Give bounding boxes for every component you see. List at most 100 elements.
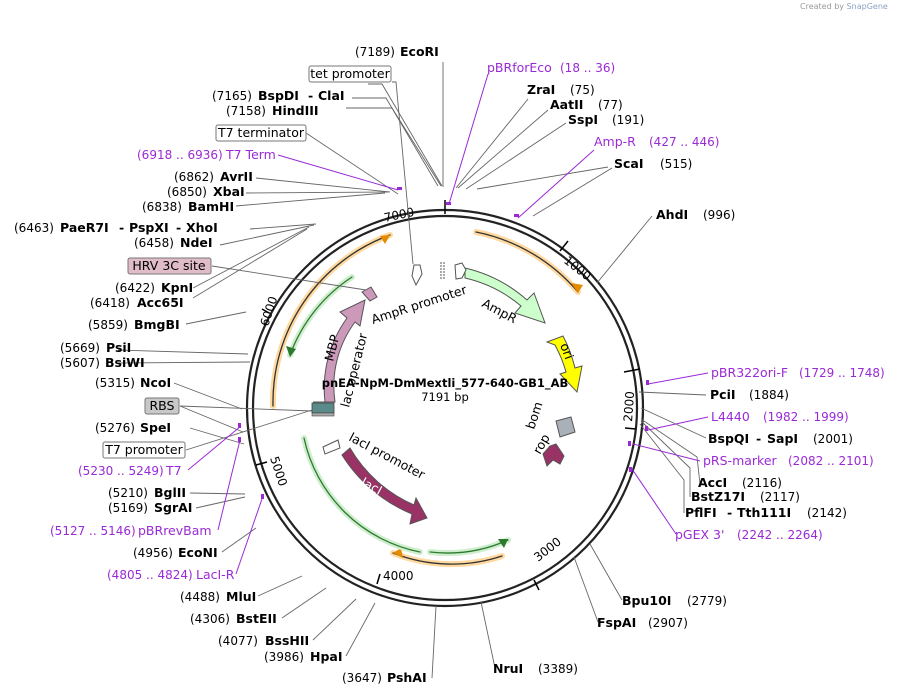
site-AatII: AatII (77) xyxy=(550,97,623,112)
orf-arcs xyxy=(269,229,581,568)
site-HpaI: (3986)HpaI xyxy=(264,649,343,664)
ampr-promoter-arrow xyxy=(454,262,467,280)
svg-text:EcoNI: EcoNI xyxy=(178,545,218,560)
svg-text:T7: T7 xyxy=(165,463,182,478)
primer-pBR322ori-F: pBR322ori-F(1729 .. 1748) xyxy=(711,365,885,380)
mbp-feature xyxy=(313,299,366,403)
bom-feature xyxy=(555,416,576,438)
svg-text:T7 Term: T7 Term xyxy=(225,147,276,162)
svg-text:(4956): (4956) xyxy=(133,546,173,560)
boxed-feature-t7-promoter: T7 promoter xyxy=(102,441,186,459)
site-BstZ17I: BstZ17I(2117) xyxy=(691,489,800,504)
site-BspQI-SapI: BspQI-SapI(2001) xyxy=(708,431,853,446)
svg-text:SspI: SspI xyxy=(568,112,598,127)
svg-text:(2116): (2116) xyxy=(742,476,782,490)
svg-text:SapI: SapI xyxy=(767,431,798,446)
svg-text:-: - xyxy=(727,505,732,520)
primer-pBRforEco: pBRforEco(18 .. 36) xyxy=(487,60,615,75)
site-Bpu10I: Bpu10I(2779) xyxy=(622,593,727,608)
primer-pRS-marker: pRS-marker(2082 .. 2101) xyxy=(703,453,874,468)
svg-text:XbaI: XbaI xyxy=(213,184,245,199)
svg-text:(5315): (5315) xyxy=(95,376,135,390)
primer-connectors xyxy=(187,73,709,575)
svg-text:SpeI: SpeI xyxy=(140,420,171,435)
svg-text:PciI: PciI xyxy=(710,387,736,402)
label-bom: bom xyxy=(523,400,546,431)
svg-text:BmgBI: BmgBI xyxy=(134,317,180,332)
snapgene-credit: Created by SnapGene xyxy=(800,2,888,11)
svg-text:(191): (191) xyxy=(612,113,644,127)
svg-text:(427 .. 446): (427 .. 446) xyxy=(649,135,719,149)
primer-L4440: L4440(1982 .. 1999) xyxy=(711,409,849,424)
tick-6000: 6000 xyxy=(258,295,281,328)
svg-text:(5276): (5276) xyxy=(95,421,135,435)
boxed-feature-t7-terminator: T7 terminator xyxy=(215,124,307,142)
svg-text:BspQI: BspQI xyxy=(708,431,749,446)
svg-text:PshAI: PshAI xyxy=(387,670,427,685)
svg-text:(77): (77) xyxy=(598,98,623,112)
svg-text:(3647): (3647) xyxy=(342,671,382,685)
svg-text:(18 .. 36): (18 .. 36) xyxy=(560,61,615,75)
site-BstEII: (4306)BstEII xyxy=(190,611,277,626)
svg-text:Tth111I: Tth111I xyxy=(737,505,791,520)
svg-text:AatII: AatII xyxy=(550,97,583,112)
site-HindIII: (7158)HindIII xyxy=(226,103,319,118)
svg-text:(2907): (2907) xyxy=(648,616,688,630)
site-BmgBI: (5859)BmgBI xyxy=(88,317,180,332)
svg-text:(6422): (6422) xyxy=(115,281,155,295)
site-NdeI: (6458) NdeI xyxy=(134,235,213,250)
svg-text:PaeR7I: PaeR7I xyxy=(60,220,109,235)
svg-text:NdeI: NdeI xyxy=(180,235,213,250)
svg-text:(5210): (5210) xyxy=(108,486,148,500)
tick-2000: 2000 xyxy=(621,391,637,422)
svg-text:pGEX 3': pGEX 3' xyxy=(675,527,724,542)
boxed-feature-hrv-3c-site: HRV 3C site xyxy=(127,257,212,275)
svg-text:(6862): (6862) xyxy=(174,170,214,184)
site-KpnI: (6422) KpnI xyxy=(115,280,193,295)
svg-text:-: - xyxy=(176,220,181,235)
svg-text:(2001): (2001) xyxy=(813,432,853,446)
laci-promoter-arrow xyxy=(322,439,341,455)
site-SspI: SspI (191) xyxy=(568,112,644,127)
boxed-label-hrv-3c-site: HRV 3C site xyxy=(132,258,205,273)
svg-text:BsiWI: BsiWI xyxy=(105,355,145,370)
svg-text:(6458): (6458) xyxy=(134,236,174,250)
svg-text:XhoI: XhoI xyxy=(186,220,218,235)
site-ZraI: ZraI(75) xyxy=(527,82,595,97)
primer-T7: (5230 .. 5249)T7 xyxy=(78,463,182,478)
svg-text:(4488): (4488) xyxy=(180,590,220,604)
plasmid-name: pnEA-NpM-DmMextli_577-640-GB1_AB xyxy=(322,376,569,391)
svg-text:ScaI: ScaI xyxy=(614,156,644,171)
svg-text:(1982 .. 1999): (1982 .. 1999) xyxy=(763,410,849,424)
site-FspAI: FspAI (2907) xyxy=(597,615,688,630)
svg-text:(5669): (5669) xyxy=(60,341,100,355)
site-PciI: PciI(1884) xyxy=(710,387,789,402)
svg-text:KpnI: KpnI xyxy=(161,280,193,295)
site-MluI: (4488)MluI xyxy=(180,589,256,604)
svg-text:PflFI: PflFI xyxy=(685,505,717,520)
svg-text:Acc65I: Acc65I xyxy=(137,295,184,310)
backbone-ticks xyxy=(255,200,641,591)
boxed-label-tet-promoter: tet promoter xyxy=(310,66,390,81)
site-NcoI: (5315)NcoI xyxy=(95,375,171,390)
svg-text:(4805 .. 4824): (4805 .. 4824) xyxy=(107,568,193,582)
svg-text:(5169): (5169) xyxy=(108,501,148,515)
svg-text:(6838): (6838) xyxy=(142,200,182,214)
site-EcoNI: (4956) EcoNI xyxy=(133,545,218,560)
boxed-label-t7-terminator: T7 terminator xyxy=(217,125,305,140)
svg-text:BstZ17I: BstZ17I xyxy=(691,489,745,504)
svg-text:FspAI: FspAI xyxy=(597,615,636,630)
primer-marks xyxy=(238,187,649,499)
svg-text:AvrII: AvrII xyxy=(220,169,253,184)
primer-LacI-R: (4805 .. 4824)LacI-R xyxy=(107,567,235,582)
svg-text:(5230 .. 5249): (5230 .. 5249) xyxy=(78,464,164,478)
svg-text:(6850): (6850) xyxy=(167,185,207,199)
site-BsiWI: (5607)BsiWI xyxy=(60,355,145,370)
small-feature-marks xyxy=(440,262,445,280)
svg-text:Amp-R: Amp-R xyxy=(594,134,636,149)
svg-text:HpaI: HpaI xyxy=(310,649,343,664)
site-SpeI: (5276) SpeI xyxy=(95,420,171,435)
svg-text:(3389): (3389) xyxy=(538,662,578,676)
svg-text:(4077): (4077) xyxy=(218,634,258,648)
